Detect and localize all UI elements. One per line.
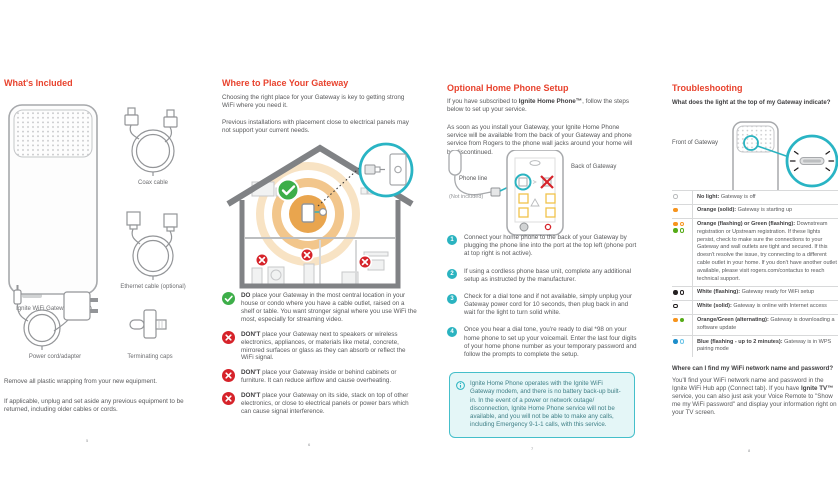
check-icon <box>222 292 235 305</box>
status-row-orange-green-alternating: Orange/Green (alternating): Gateway is d… <box>672 313 838 336</box>
back-of-gateway-illustration <box>448 150 564 236</box>
back-of-gateway-label: Back of Gateway <box>571 164 617 170</box>
blue-outline-icon <box>679 339 685 344</box>
tip-text: DON'T place your Gateway next to speaker… <box>241 330 406 362</box>
coax-outlet-magnifier <box>358 142 414 198</box>
tip-text: DON'T place your Gateway on its side, st… <box>241 392 409 416</box>
placement-section: Where to Place Your Gateway Choosing the… <box>222 78 418 500</box>
status-row-white-flashing: White (flashing): Gateway ready for WiFi… <box>672 285 838 300</box>
placement-title: Where to Place Your Gateway <box>222 78 349 88</box>
tip-dont-1: DON'T place your Gateway next to speaker… <box>222 330 418 363</box>
coax-cable-illustration <box>124 107 178 176</box>
tip-text: DON'T place your Gateway inside or behin… <box>241 369 397 385</box>
blue-solid-icon <box>673 339 678 344</box>
troubleshooting-title: Troubleshooting <box>672 83 743 93</box>
step-3: 3 Check for a dial tone and if not avail… <box>447 293 638 318</box>
home-phone-warning-box: Ignite Home Phone operates with the Igni… <box>449 372 635 438</box>
x-icon <box>222 330 235 344</box>
power-cord-illustration <box>13 285 98 350</box>
wifi-password-answer: You'll find your WiFi network name and p… <box>672 377 837 417</box>
light-location-circle <box>743 135 759 151</box>
home-phone-intro-1: If you have subscribed to Ignite Home Ph… <box>447 98 629 114</box>
step-number-badge: 3 <box>447 293 457 304</box>
whats-included-title: What's Included <box>4 78 73 88</box>
front-of-gateway-illustration <box>732 121 838 190</box>
light-status-table: No light: Gateway is off Orange (solid):… <box>672 190 838 357</box>
step-text: If using a cordless phone base unit, com… <box>464 267 631 283</box>
home-phone-title: Optional Home Phone Setup <box>447 83 569 93</box>
green-outline-icon <box>679 228 685 233</box>
tip-do: DO place your Gateway in the most centra… <box>222 292 418 324</box>
phone-setup-steps: 1 Connect your home phone to the back of… <box>447 234 638 368</box>
phone-line-label: Phone line <box>459 176 488 182</box>
home-phone-intro-2: As soon as you install your Gateway, you… <box>447 124 633 156</box>
page-number: 7 <box>531 446 534 451</box>
phone-line-sublabel: (Not included) <box>449 194 484 200</box>
step-text: Check for a dial tone and if not availab… <box>464 292 633 317</box>
step-number-badge: 1 <box>447 235 457 245</box>
info-icon <box>456 381 465 390</box>
step-text: Once you hear a dial tone, you're ready … <box>464 326 637 358</box>
active-phone-port-highlight <box>514 173 532 191</box>
step-text: Connect your home phone to the back of y… <box>464 234 637 258</box>
orange-outline-icon <box>679 221 685 227</box>
tip-dont-3: DON'T place your Gateway on its side, st… <box>222 392 418 416</box>
ethernet-caption: Ethernet cable (optional) <box>120 284 186 290</box>
unwrap-note: Remove all plastic wrapping from your ne… <box>4 378 157 385</box>
step-1: 1 Connect your home phone to the back of… <box>447 234 638 259</box>
tip-text: DO place your Gateway in the most centra… <box>241 292 417 323</box>
step-2: 2 If using a cordless phone base unit, c… <box>447 268 638 284</box>
status-row-orange-solid: Orange (solid): Gateway is starting up <box>672 203 838 218</box>
phone-setup-diagram: Phone line (Not included) Back of Gatewa… <box>447 150 638 238</box>
dont-x-badges <box>254 247 373 270</box>
terminating-caps-illustration <box>129 309 167 339</box>
page-number: 8 <box>748 448 751 453</box>
white-flash-solid-icon <box>673 289 678 295</box>
placement-intro-1: Choosing the right place for your Gatewa… <box>222 94 405 110</box>
step-number-badge: 2 <box>447 268 457 279</box>
power-cord-caption: Power cord/adapter <box>28 354 82 360</box>
gateway-in-house <box>301 203 315 223</box>
tip-dont-2: DON'T place your Gateway inside or behin… <box>222 369 418 385</box>
warning-text: Ignite Home Phone operates with the Igni… <box>470 380 621 429</box>
wifi-password-question: Where can I find my WiFi network name an… <box>672 365 834 372</box>
house-placement-illustration <box>226 142 414 289</box>
x-icon <box>222 369 235 383</box>
x-icon <box>222 392 235 406</box>
no-light-icon <box>673 194 678 199</box>
ethernet-cable-illustration <box>126 211 178 280</box>
status-row-blue-flashing: Blue (flashing - up to 2 minutes): Gatew… <box>672 335 838 357</box>
inactive-port-x <box>540 175 554 189</box>
terminating-caps-caption: Terminating caps <box>127 354 173 360</box>
page-number: 6 <box>308 442 311 447</box>
whats-included-section: What's Included Ignite WiFi Gateway (Gen… <box>4 78 208 500</box>
status-row-white-solid: White (solid): Gateway is online with In… <box>672 299 838 314</box>
status-row-no-light: No light: Gateway is off <box>672 190 838 204</box>
placement-tips-list: DO place your Gateway in the most centra… <box>222 292 418 423</box>
green-solid-icon <box>673 228 678 233</box>
coax-caption: Coax cable <box>137 180 169 186</box>
page-number: 5 <box>86 438 89 443</box>
orange-solid-icon <box>673 221 678 227</box>
do-check-badge <box>276 178 300 202</box>
white-flash-outline-icon <box>679 289 685 295</box>
orange-solid-icon <box>673 317 678 323</box>
gateway-front-illustration <box>8 104 98 298</box>
home-phone-section: Optional Home Phone Setup If you have su… <box>447 78 638 500</box>
front-of-gateway-label: Front of Gateway <box>672 140 719 146</box>
step-number-badge: 4 <box>447 327 457 338</box>
placement-intro-2: Previous installations with placement cl… <box>222 119 409 135</box>
orange-solid-icon <box>673 207 678 213</box>
return-note: If applicable, unplug and set aside any … <box>4 398 184 414</box>
light-magnifier <box>785 134 838 188</box>
troubleshooting-section: Troubleshooting What does the light at t… <box>672 78 838 500</box>
gateway-light-diagram: Front of Gateway <box>672 112 838 190</box>
light-question: What does the light at the top of my Gat… <box>672 99 831 106</box>
green-solid-icon <box>679 317 685 323</box>
step-4: 4 Once you hear a dial tone, you're read… <box>447 326 638 359</box>
white-solid-icon <box>673 303 678 309</box>
status-row-orange-green-flashing: Orange (flashing) or Green (flashing): D… <box>672 217 838 286</box>
gateway-caption: Ignite WiFi Gateway (Gen 2) <box>16 306 92 312</box>
